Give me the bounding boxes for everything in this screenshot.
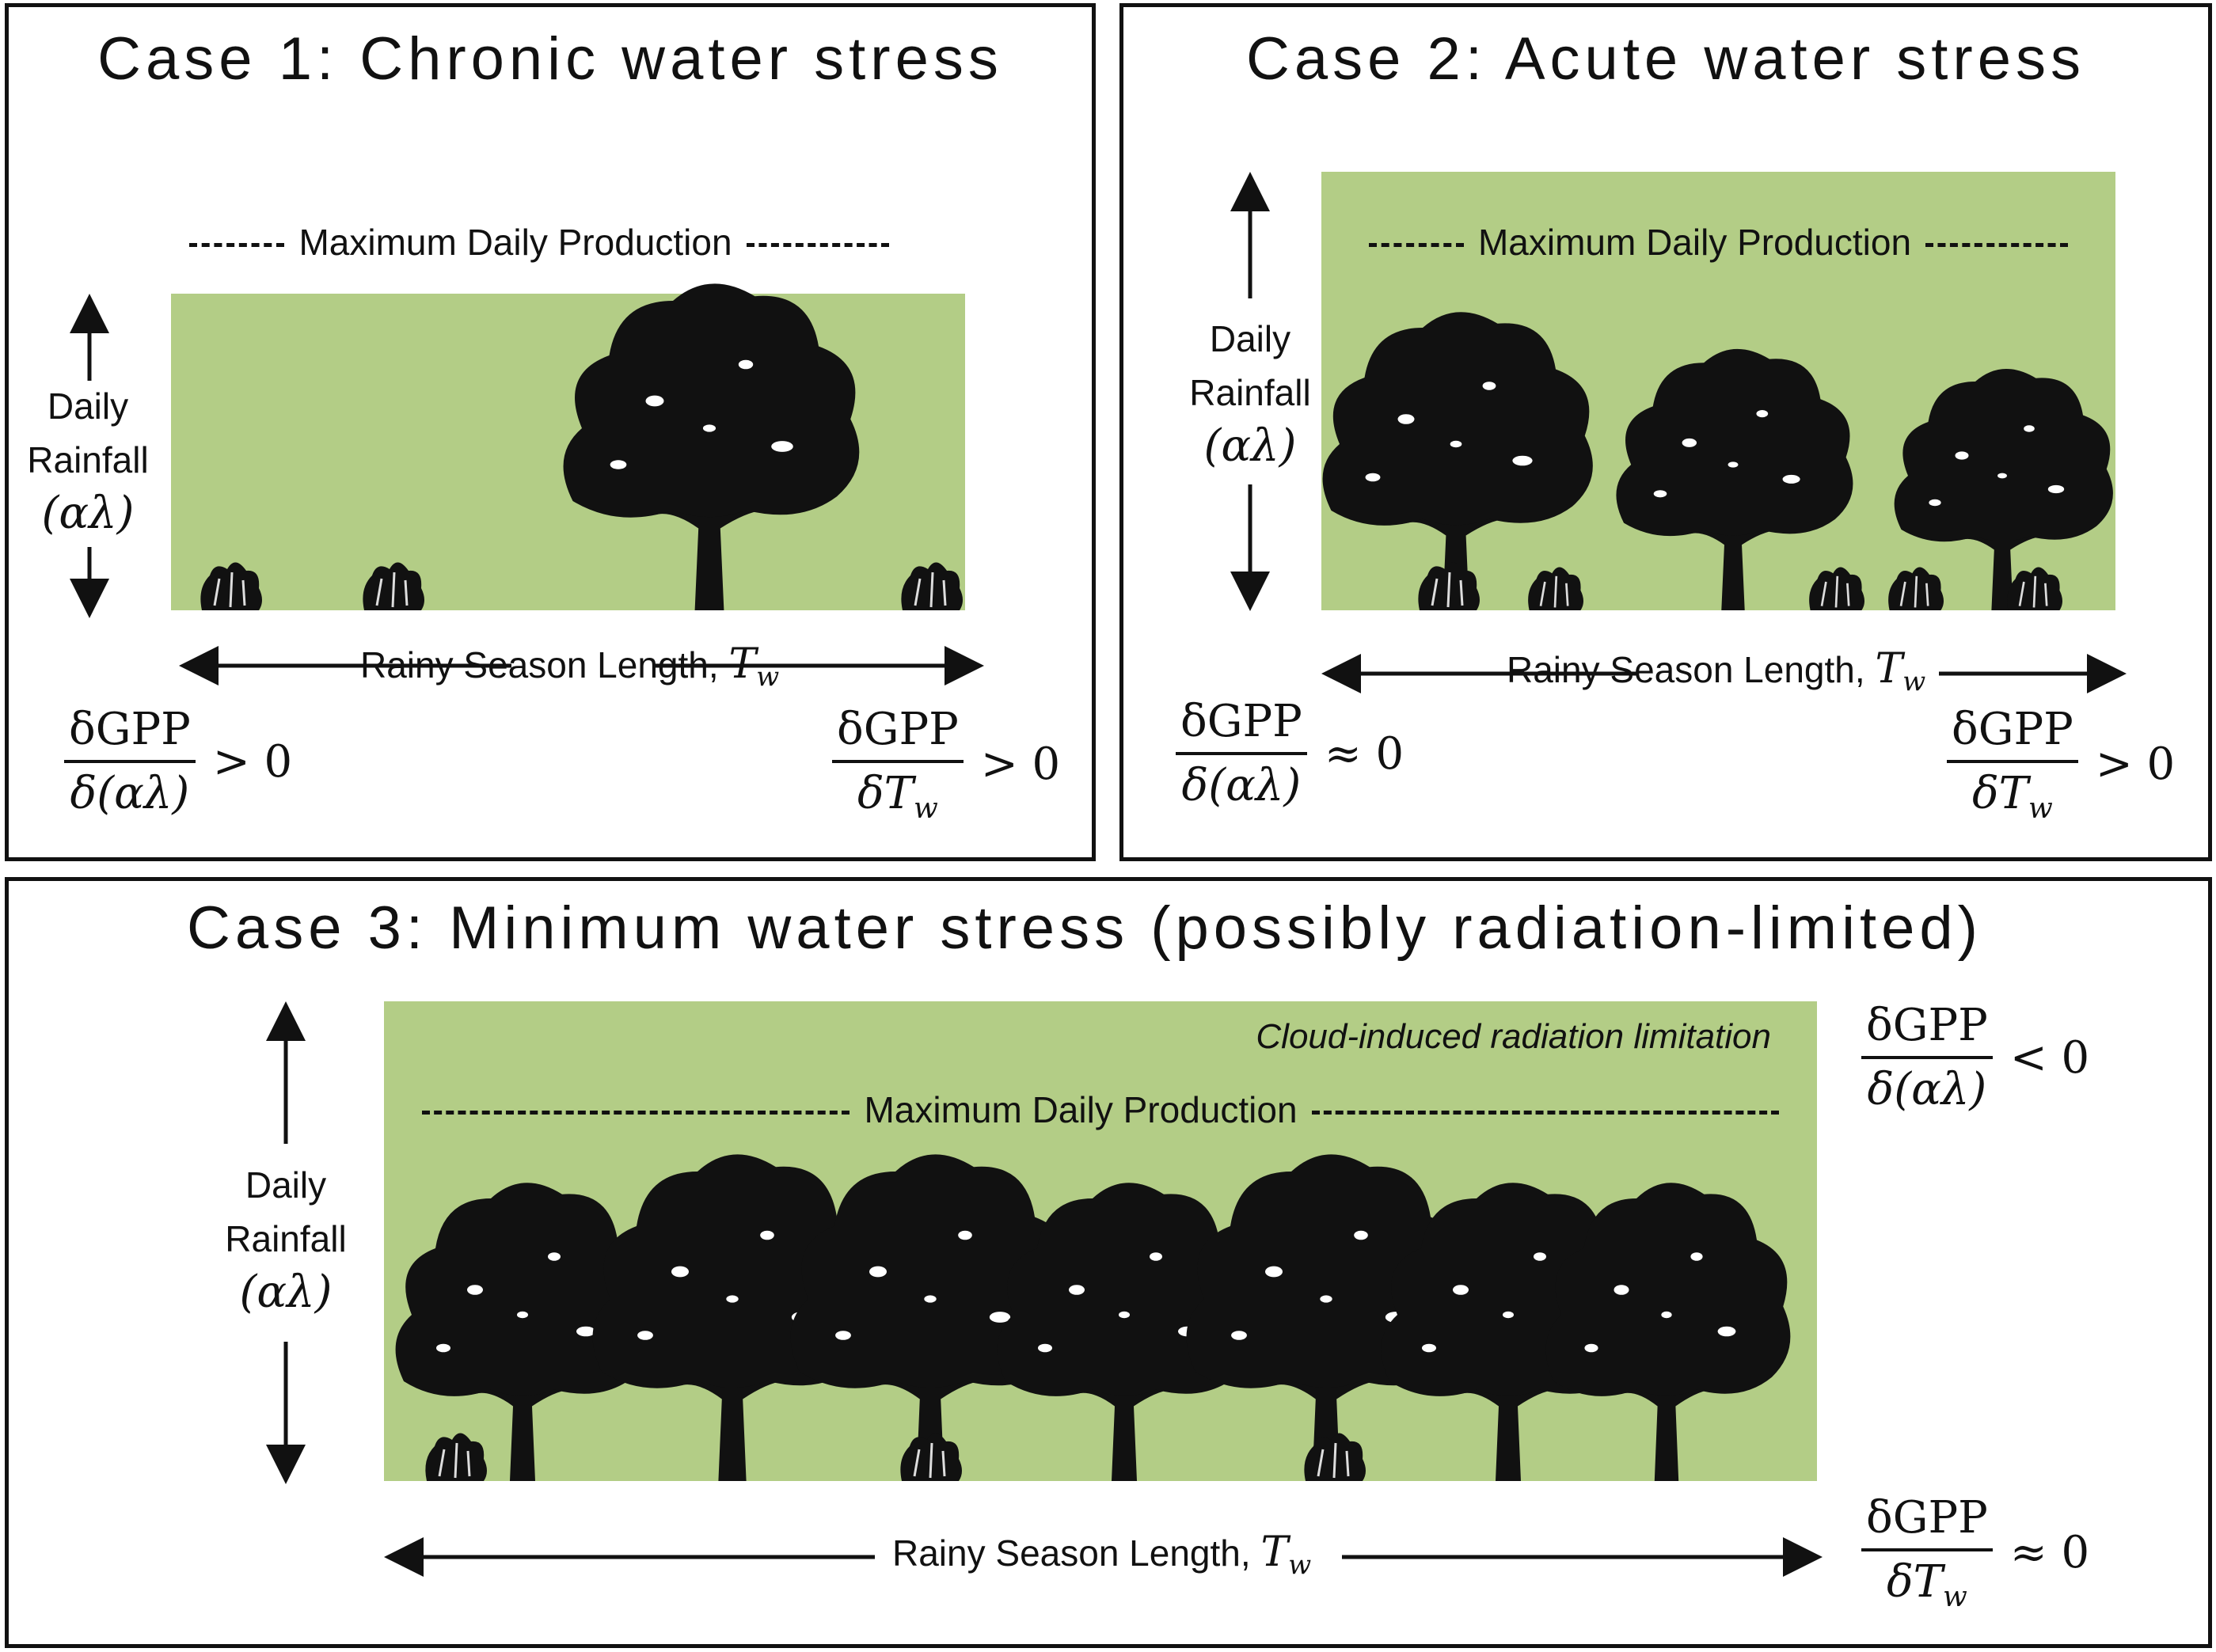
rainfall-symbol: (αλ) (41, 488, 135, 539)
panel-case-3: Case 3: Minimum water stress (possibly r… (5, 877, 2212, 1648)
season-label: Rainy Season Length, Tw (1507, 645, 1926, 698)
rainfall-arrow (1230, 172, 1270, 611)
max-production-label: Maximum Daily Production (864, 1089, 1298, 1130)
rainfall-label: Daily Rainfall (αλ) (207, 1158, 365, 1320)
season-label: Rainy Season Length, Tw (892, 1529, 1312, 1582)
max-production-label: Maximum Daily Production (1477, 222, 1912, 263)
rainfall-arrow (70, 294, 109, 618)
rainfall-arrow (266, 1001, 306, 1484)
season-arrow (384, 1537, 1823, 1577)
radiation-limitation-note: Cloud-induced radiation limitation (1256, 1017, 1771, 1056)
panel-title: Case 3: Minimum water stress (possibly r… (187, 894, 1982, 962)
max-production-line: Maximum Daily Production (112, 221, 967, 264)
rainfall-symbol: (αλ) (1203, 420, 1297, 472)
panel-title: Case 2: Acute water stress (1246, 25, 2085, 93)
vegetation-illustration (199, 283, 964, 612)
season-arrow (1321, 654, 2127, 693)
panel-title: Case 1: Chronic water stress (97, 25, 1003, 93)
panel-case-2: Case 2: Acute water stress Maximum Daily… (1119, 3, 2212, 861)
rainfall-label: Daily Rainfall (αλ) (9, 379, 167, 541)
season-label: Rainy Season Length, Tw (360, 640, 780, 693)
canopy-area: Cloud-induced radiation limitation Maxim… (384, 1001, 1817, 1483)
rainfall-symbol: (αλ) (239, 1267, 333, 1318)
max-production-label: Maximum Daily Production (298, 222, 732, 263)
season-arrow (179, 646, 984, 685)
canopy-area: Maximum Daily Production (1321, 172, 2115, 612)
canopy-area (171, 283, 965, 612)
panel-case-1: Case 1: Chronic water stress Maximum Dai… (5, 3, 1096, 861)
rainfall-label: Daily Rainfall (αλ) (1171, 312, 1329, 473)
vegetation-illustration (395, 1154, 1791, 1483)
vegetation-illustration (1322, 312, 2113, 612)
max-production-line: Maximum Daily Production (1321, 221, 2115, 264)
max-production-line: Maximum Daily Production (384, 1088, 1817, 1131)
